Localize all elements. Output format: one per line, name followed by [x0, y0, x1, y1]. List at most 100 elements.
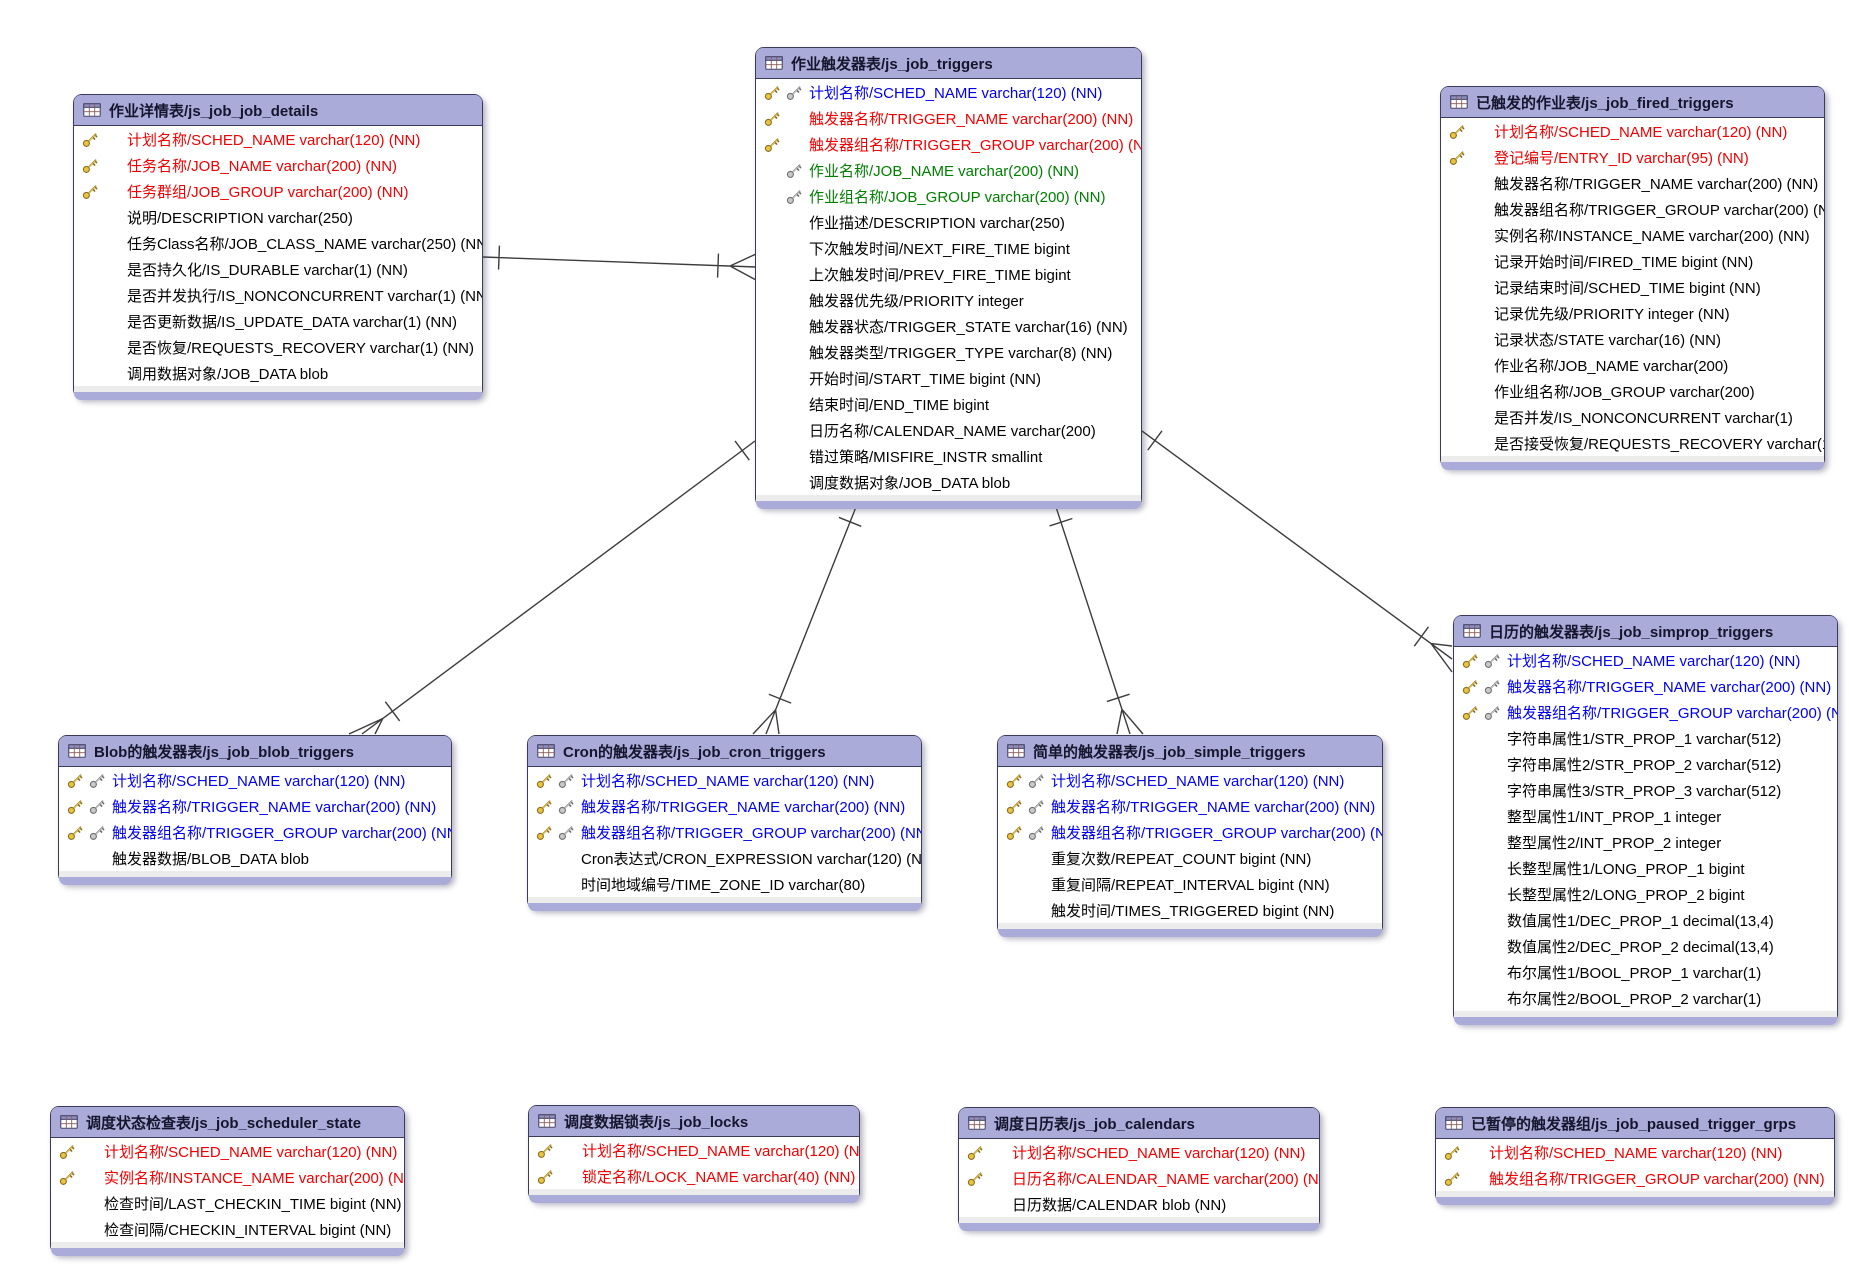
table-header-js_job_paused_trigger_grps[interactable]: 已暂停的触发器组/js_job_paused_trigger_grps [1436, 1108, 1834, 1139]
table-header-js_job_locks[interactable]: 调度数据锁表/js_job_locks [529, 1106, 859, 1137]
table-row[interactable]: 数值属性1/DEC_PROP_1 decimal(13,4) [1454, 907, 1837, 933]
table-row[interactable]: 计划名称/SCHED_NAME varchar(120) (NN) [998, 767, 1382, 793]
table-row[interactable]: 作业名称/JOB_NAME varchar(200) (NN) [756, 157, 1141, 183]
table-row[interactable]: 是否恢复/REQUESTS_RECOVERY varchar(1) (NN) [74, 334, 482, 360]
table-row[interactable]: 布尔属性2/BOOL_PROP_2 varchar(1) [1454, 985, 1837, 1011]
table-row[interactable]: 计划名称/SCHED_NAME varchar(120) (NN) [1454, 647, 1837, 673]
table-footer [1436, 1191, 1834, 1205]
table-row[interactable]: 日历名称/CALENDAR_NAME varchar(200) (NN) [959, 1165, 1319, 1191]
table-row[interactable]: 触发器组名称/TRIGGER_GROUP varchar(200) (NN) [1441, 196, 1824, 222]
table-header-js_job_blob_triggers[interactable]: Blob的触发器表/js_job_blob_triggers [59, 736, 451, 767]
table-row[interactable]: 记录状态/STATE varchar(16) (NN) [1441, 326, 1824, 352]
table-row[interactable]: 是否并发执行/IS_NONCONCURRENT varchar(1) (NN) [74, 282, 482, 308]
table-row[interactable]: 整型属性1/INT_PROP_1 integer [1454, 803, 1837, 829]
table-row[interactable]: 记录结束时间/SCHED_TIME bigint (NN) [1441, 274, 1824, 300]
table-row[interactable]: 结束时间/END_TIME bigint [756, 391, 1141, 417]
table-row[interactable]: 触发器名称/TRIGGER_NAME varchar(200) (NN) [1454, 673, 1837, 699]
table-header-js_job_cron_triggers[interactable]: Cron的触发器表/js_job_cron_triggers [528, 736, 921, 767]
table-row[interactable]: 作业描述/DESCRIPTION varchar(250) [756, 209, 1141, 235]
table-row[interactable]: 记录开始时间/FIRED_TIME bigint (NN) [1441, 248, 1824, 274]
table-row[interactable]: 触发时间/TIMES_TRIGGERED bigint (NN) [998, 897, 1382, 923]
table-row[interactable]: 触发器组名称/TRIGGER_GROUP varchar(200) (NN) [528, 819, 921, 845]
table-header-js_job_triggers[interactable]: 作业触发器表/js_job_triggers [756, 48, 1141, 79]
table-row[interactable]: 触发器组名称/TRIGGER_GROUP varchar(200) (NN) [1454, 699, 1837, 725]
relationship-js_job_triggers-js_job_simple_triggers[interactable] [1049, 506, 1144, 735]
table-row[interactable]: 实例名称/INSTANCE_NAME varchar(200) (NN) [51, 1164, 404, 1190]
table-row[interactable]: 任务Class名称/JOB_CLASS_NAME varchar(250) (N… [74, 230, 482, 256]
table-row[interactable]: 调用数据对象/JOB_DATA blob [74, 360, 482, 386]
table-row[interactable]: 检查时间/LAST_CHECKIN_TIME bigint (NN) [51, 1190, 404, 1216]
column-label: 日历数据/CALENDAR blob (NN) [1012, 1196, 1227, 1214]
table-row[interactable]: 布尔属性1/BOOL_PROP_1 varchar(1) [1454, 959, 1837, 985]
table-row[interactable]: 开始时间/START_TIME bigint (NN) [756, 365, 1141, 391]
table-row[interactable]: 整型属性2/INT_PROP_2 integer [1454, 829, 1837, 855]
table-row[interactable]: 是否持久化/IS_DURABLE varchar(1) (NN) [74, 256, 482, 282]
table-row[interactable]: 作业组名称/JOB_GROUP varchar(200) [1441, 378, 1824, 404]
table-row[interactable]: 计划名称/SCHED_NAME varchar(120) (NN) [1441, 118, 1824, 144]
table-row[interactable]: 检查间隔/CHECKIN_INTERVAL bigint (NN) [51, 1216, 404, 1242]
relationship-js_job_job_details-js_job_triggers[interactable] [482, 245, 757, 281]
table-row[interactable]: 计划名称/SCHED_NAME varchar(120) (NN) [529, 1137, 859, 1163]
table-row[interactable]: 是否更新数据/IS_UPDATE_DATA varchar(1) (NN) [74, 308, 482, 334]
table-row[interactable]: 错过策略/MISFIRE_INSTR smallint [756, 443, 1141, 469]
table-row[interactable]: 字符串属性2/STR_PROP_2 varchar(512) [1454, 751, 1837, 777]
table-row[interactable]: 作业组名称/JOB_GROUP varchar(200) (NN) [756, 183, 1141, 209]
table-row[interactable]: 计划名称/SCHED_NAME varchar(120) (NN) [51, 1138, 404, 1164]
table-row[interactable]: 计划名称/SCHED_NAME varchar(120) (NN) [959, 1139, 1319, 1165]
table-row[interactable]: 计划名称/SCHED_NAME varchar(120) (NN) [1436, 1139, 1834, 1165]
table-row[interactable]: 任务群组/JOB_GROUP varchar(200) (NN) [74, 178, 482, 204]
table-row[interactable]: 锁定名称/LOCK_NAME varchar(40) (NN) [529, 1163, 859, 1189]
table-row[interactable]: 上次触发时间/PREV_FIRE_TIME bigint [756, 261, 1141, 287]
table-row[interactable]: 长整型属性1/LONG_PROP_1 bigint [1454, 855, 1837, 881]
table-row[interactable]: 计划名称/SCHED_NAME varchar(120) (NN) [528, 767, 921, 793]
table-header-js_job_fired_triggers[interactable]: 已触发的作业表/js_job_fired_triggers [1441, 87, 1824, 118]
table-row[interactable]: 触发器组名称/TRIGGER_GROUP varchar(200) (NN) [756, 131, 1141, 157]
relationship-js_job_triggers-js_job_cron_triggers[interactable] [752, 506, 862, 735]
table-row[interactable]: 计划名称/SCHED_NAME varchar(120) (NN) [74, 126, 482, 152]
table-row[interactable]: 字符串属性1/STR_PROP_1 varchar(512) [1454, 725, 1837, 751]
table-row[interactable]: 触发器组名称/TRIGGER_GROUP varchar(200) (NN) [998, 819, 1382, 845]
table-row[interactable]: 调度数据对象/JOB_DATA blob [756, 469, 1141, 495]
table-row[interactable]: 重复间隔/REPEAT_INTERVAL bigint (NN) [998, 871, 1382, 897]
table-row[interactable]: 记录优先级/PRIORITY integer (NN) [1441, 300, 1824, 326]
table-row[interactable]: 数值属性2/DEC_PROP_2 decimal(13,4) [1454, 933, 1837, 959]
table-row[interactable]: 计划名称/SCHED_NAME varchar(120) (NN) [756, 79, 1141, 105]
table-row[interactable]: 触发器名称/TRIGGER_NAME varchar(200) (NN) [1441, 170, 1824, 196]
table-row[interactable]: Cron表达式/CRON_EXPRESSION varchar(120) (NN… [528, 845, 921, 871]
table-row[interactable]: 时间地域编号/TIME_ZONE_ID varchar(80) [528, 871, 921, 897]
table-row[interactable]: 重复次数/REPEAT_COUNT bigint (NN) [998, 845, 1382, 871]
table-header-js_job_simple_triggers[interactable]: 简单的触发器表/js_job_simple_triggers [998, 736, 1382, 767]
table-header-js_job_simprop_triggers[interactable]: 日历的触发器表/js_job_simprop_triggers [1454, 616, 1837, 647]
table-row[interactable]: 是否并发/IS_NONCONCURRENT varchar(1) [1441, 404, 1824, 430]
table-row[interactable]: 计划名称/SCHED_NAME varchar(120) (NN) [59, 767, 451, 793]
primary-key-icon [533, 824, 555, 841]
table-row[interactable]: 任务名称/JOB_NAME varchar(200) (NN) [74, 152, 482, 178]
table-row[interactable]: 字符串属性3/STR_PROP_3 varchar(512) [1454, 777, 1837, 803]
table-row[interactable]: 登记编号/ENTRY_ID varchar(95) (NN) [1441, 144, 1824, 170]
table-row[interactable]: 触发器名称/TRIGGER_NAME varchar(200) (NN) [528, 793, 921, 819]
table-header-js_job_job_details[interactable]: 作业详情表/js_job_job_details [74, 95, 482, 126]
table-header-js_job_scheduler_state[interactable]: 调度状态检查表/js_job_scheduler_state [51, 1107, 404, 1138]
relationship-js_job_triggers-js_job_blob_triggers[interactable] [348, 440, 756, 735]
table-header-js_job_calendars[interactable]: 调度日历表/js_job_calendars [959, 1108, 1319, 1139]
table-row[interactable]: 日历名称/CALENDAR_NAME varchar(200) [756, 417, 1141, 443]
table-row[interactable]: 说明/DESCRIPTION varchar(250) [74, 204, 482, 230]
table-row[interactable]: 触发器组名称/TRIGGER_GROUP varchar(200) (NN) [59, 819, 451, 845]
table-row[interactable]: 触发器类型/TRIGGER_TYPE varchar(8) (NN) [756, 339, 1141, 365]
table-row[interactable]: 作业名称/JOB_NAME varchar(200) [1441, 352, 1824, 378]
table-row[interactable]: 触发器名称/TRIGGER_NAME varchar(200) (NN) [756, 105, 1141, 131]
table-row[interactable]: 下次触发时间/NEXT_FIRE_TIME bigint [756, 235, 1141, 261]
table-row[interactable]: 实例名称/INSTANCE_NAME varchar(200) (NN) [1441, 222, 1824, 248]
table-row[interactable]: 日历数据/CALENDAR blob (NN) [959, 1191, 1319, 1217]
table-row[interactable]: 触发器状态/TRIGGER_STATE varchar(16) (NN) [756, 313, 1141, 339]
column-label: 布尔属性2/BOOL_PROP_2 varchar(1) [1507, 990, 1762, 1008]
table-row[interactable]: 是否接受恢复/REQUESTS_RECOVERY varchar(1) [1441, 430, 1824, 456]
table-row[interactable]: 触发器数据/BLOB_DATA blob [59, 845, 451, 871]
table-row[interactable]: 长整型属性2/LONG_PROP_2 bigint [1454, 881, 1837, 907]
relationship-js_job_triggers-js_job_simprop_triggers[interactable] [1141, 430, 1453, 673]
table-row[interactable]: 触发器名称/TRIGGER_NAME varchar(200) (NN) [59, 793, 451, 819]
table-row[interactable]: 触发器名称/TRIGGER_NAME varchar(200) (NN) [998, 793, 1382, 819]
column-label: 说明/DESCRIPTION varchar(250) [127, 209, 353, 227]
table-row[interactable]: 触发组名称/TRIGGER_GROUP varchar(200) (NN) [1436, 1165, 1834, 1191]
table-row[interactable]: 触发器优先级/PRIORITY integer [756, 287, 1141, 313]
